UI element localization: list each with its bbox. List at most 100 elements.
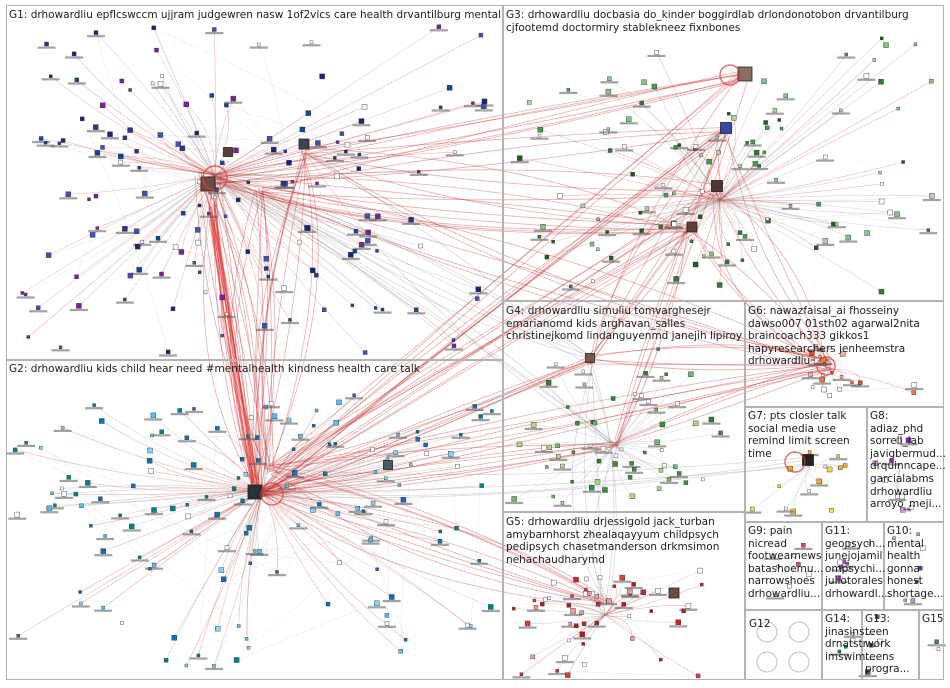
node-label-mark — [187, 135, 206, 138]
node — [656, 486, 662, 491]
node-avatar — [887, 209, 893, 216]
node — [702, 254, 706, 258]
node — [111, 159, 130, 167]
node-avatar — [582, 662, 587, 667]
edge — [14, 449, 278, 573]
node-label-mark — [94, 554, 113, 557]
edge — [519, 442, 616, 446]
edge — [214, 157, 335, 176]
node-avatar — [683, 480, 689, 485]
inter-group-edge — [261, 190, 826, 370]
edge — [214, 174, 369, 233]
node — [248, 415, 254, 420]
edge — [261, 410, 317, 491]
inter-group-edge — [303, 152, 722, 192]
node-avatar — [823, 154, 828, 160]
node — [424, 451, 429, 456]
node — [566, 603, 572, 608]
node-avatar — [184, 663, 189, 668]
node-avatar — [315, 140, 321, 146]
node — [516, 441, 523, 448]
node-avatar — [706, 158, 712, 165]
node — [299, 126, 306, 133]
node-avatar — [592, 420, 598, 426]
node-avatar — [909, 505, 914, 510]
node-avatar — [777, 484, 781, 488]
edge — [822, 367, 834, 376]
edge — [214, 141, 338, 176]
node — [658, 468, 664, 473]
node-avatar — [26, 335, 30, 339]
node — [672, 191, 676, 196]
edge — [63, 140, 216, 176]
edge — [871, 640, 892, 646]
edge — [185, 104, 216, 176]
node-avatar — [839, 375, 844, 379]
inter-group-edge — [265, 467, 609, 603]
edge — [719, 127, 768, 201]
node-avatar — [569, 284, 573, 289]
edge — [571, 444, 616, 483]
node-label-mark — [573, 637, 592, 640]
node-avatar — [266, 136, 273, 142]
node — [814, 245, 819, 251]
node-label-mark — [581, 447, 600, 450]
node — [385, 457, 390, 461]
group-label-line: emarianomd kids arghavan_salles — [506, 317, 686, 330]
node-avatar — [275, 570, 279, 574]
node — [574, 369, 593, 376]
edge — [568, 89, 710, 162]
node-avatar — [661, 183, 666, 188]
node-avatar — [915, 579, 919, 584]
node — [888, 211, 906, 220]
node — [148, 468, 155, 474]
node — [131, 483, 136, 489]
node — [441, 451, 460, 459]
edge — [559, 194, 721, 201]
edge — [719, 156, 826, 201]
node-avatar — [98, 418, 105, 424]
node-label-mark — [268, 574, 286, 577]
edge — [575, 579, 630, 592]
edge — [217, 489, 263, 629]
node-avatar — [512, 606, 516, 611]
node-label-mark — [111, 164, 130, 167]
node — [469, 624, 473, 628]
node — [227, 493, 233, 499]
edge — [450, 453, 457, 529]
node-avatar — [477, 559, 481, 563]
node-label-mark — [78, 485, 97, 489]
node-avatar — [266, 274, 270, 279]
node-label-mark — [407, 312, 426, 315]
inter-group-edge — [256, 72, 744, 492]
edge — [678, 145, 721, 201]
node-avatar — [43, 140, 48, 145]
inter-group-edge — [584, 362, 604, 603]
node-avatar — [676, 471, 682, 476]
node-avatar — [150, 433, 154, 438]
edge — [261, 444, 426, 491]
node-avatar — [455, 464, 460, 469]
node-label-mark — [359, 235, 378, 238]
node-avatar — [656, 486, 662, 491]
node-avatar — [612, 584, 617, 588]
edge — [214, 174, 368, 217]
group-label-line: cjfootemd doctormiry stablekneez fixnbon… — [506, 21, 741, 34]
node — [899, 493, 905, 500]
group-label-line: geopsych... — [825, 537, 886, 550]
node-avatar — [581, 369, 586, 374]
edge — [691, 199, 721, 242]
node-label-mark — [676, 212, 695, 215]
group-label-line: arroyo_meji... — [870, 498, 942, 511]
node-label-mark — [534, 450, 553, 453]
node-avatar — [627, 475, 633, 480]
node-avatar — [584, 576, 589, 582]
node — [135, 190, 154, 199]
group-label-line: garcialabms — [870, 472, 935, 485]
node — [630, 172, 635, 177]
node-avatar — [551, 494, 555, 499]
edge — [719, 117, 736, 201]
node — [146, 458, 153, 464]
node-avatar — [71, 51, 77, 57]
